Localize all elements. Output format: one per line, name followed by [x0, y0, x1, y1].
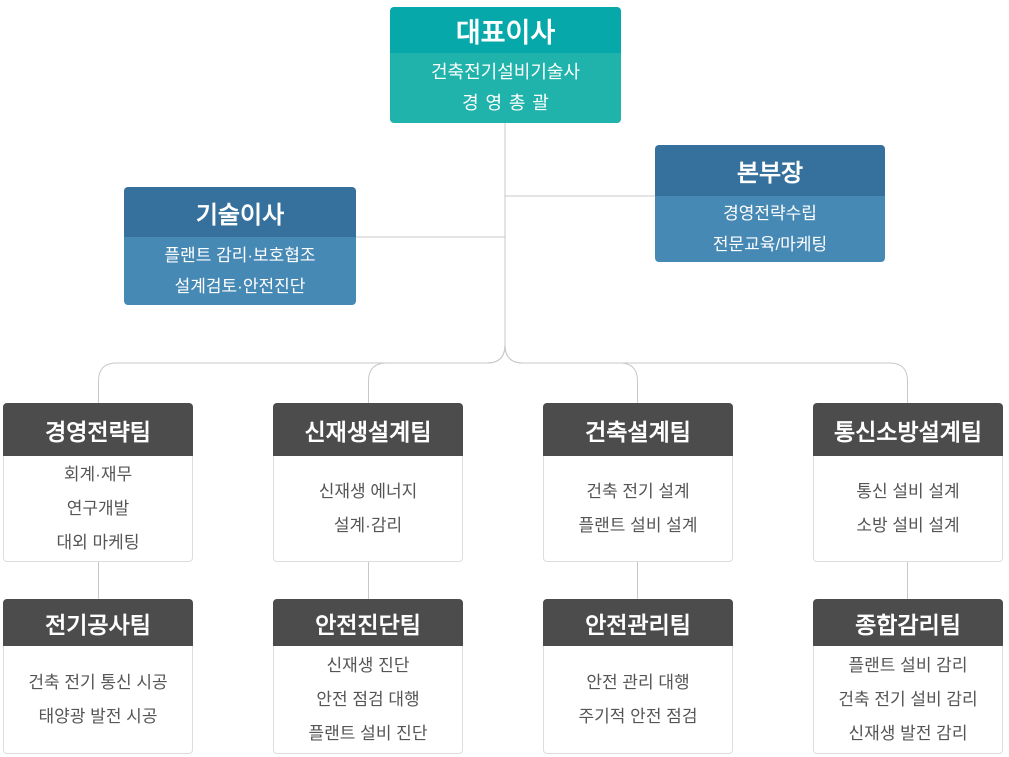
team-line: 건축 전기 설계: [586, 481, 690, 501]
team-line: 플랜트 설비 진단: [308, 723, 428, 743]
team-title: 안전진단팀: [273, 599, 463, 646]
team-title: 종합감리팀: [813, 599, 1003, 646]
ceo-box: 대표이사 건축전기설비기술사 경영총괄: [390, 7, 621, 123]
team-line: 건축 전기 통신 시공: [28, 672, 168, 692]
tech-director-box: 기술이사 플랜트 감리·보호협조 설계검토·안전진단: [124, 187, 356, 305]
team-line: 주기적 안전 점검: [578, 706, 698, 726]
team-box-general-supervision: 종합감리팀 플랜트 설비 감리 건축 전기 설비 감리 신재생 발전 감리: [813, 599, 1003, 754]
team-line: 건축 전기 설비 감리: [838, 689, 978, 709]
team-box-safety-diagnosis: 안전진단팀 신재생 진단 안전 점검 대행 플랜트 설비 진단: [273, 599, 463, 754]
connector-branch-col2: [368, 344, 506, 403]
team-line: 설계·감리: [333, 515, 403, 535]
team-box-renewable-design: 신재생설계팀 신재생 에너지 설계·감리: [273, 403, 463, 562]
team-title: 통신소방설계팀: [813, 403, 1003, 456]
ceo-title: 대표이사: [390, 7, 621, 53]
division-head-box: 본부장 경영전략수립 전문교육/마케팅: [655, 145, 885, 262]
team-line: 연구개발: [66, 498, 130, 518]
ceo-line: 건축전기설비기술사: [430, 62, 581, 82]
team-title: 전기공사팀: [3, 599, 193, 646]
team-line: 소방 설비 설계: [856, 515, 960, 535]
team-box-architecture-design: 건축설계팀 건축 전기 설계 플랜트 설비 설계: [543, 403, 733, 562]
team-line: 통신 설비 설계: [856, 481, 960, 501]
team-title: 신재생설계팀: [273, 403, 463, 456]
connector-branch-col4: [504, 344, 908, 403]
team-line: 신재생 발전 감리: [848, 723, 968, 743]
team-line: 플랜트 설비 감리: [848, 655, 968, 675]
team-title: 건축설계팀: [543, 403, 733, 456]
division-head-line: 전문교육/마케팅: [712, 235, 828, 254]
division-head-line: 경영전략수립: [723, 204, 817, 223]
team-box-electrical-construction: 전기공사팀 건축 전기 통신 시공 태양광 발전 시공: [3, 599, 193, 754]
team-line: 회계·재무: [63, 464, 133, 484]
connector-branch-col3: [504, 344, 638, 403]
tech-director-line: 설계검토·안전진단: [174, 277, 306, 296]
team-line: 플랜트 설비 설계: [578, 515, 698, 535]
team-box-telecom-fire-design: 통신소방설계팀 통신 설비 설계 소방 설비 설계: [813, 403, 1003, 562]
division-head-title: 본부장: [655, 145, 885, 196]
ceo-line: 경영총괄: [462, 93, 556, 113]
team-title: 안전관리팀: [543, 599, 733, 646]
tech-director-line: 플랜트 감리·보호협조: [164, 246, 316, 265]
team-title: 경영전략팀: [3, 403, 193, 456]
team-box-safety-management: 안전관리팀 안전 관리 대행 주기적 안전 점검: [543, 599, 733, 754]
team-box-management-strategy: 경영전략팀 회계·재무 연구개발 대외 마케팅: [3, 403, 193, 562]
team-line: 안전 관리 대행: [586, 672, 690, 692]
team-line: 대외 마케팅: [56, 532, 140, 552]
team-line: 신재생 에너지: [318, 481, 418, 501]
team-line: 안전 점검 대행: [316, 689, 420, 709]
team-line: 태양광 발전 시공: [38, 706, 158, 726]
team-line: 신재생 진단: [326, 655, 410, 675]
tech-director-title: 기술이사: [124, 187, 356, 237]
connector-branch-col1: [98, 344, 506, 403]
